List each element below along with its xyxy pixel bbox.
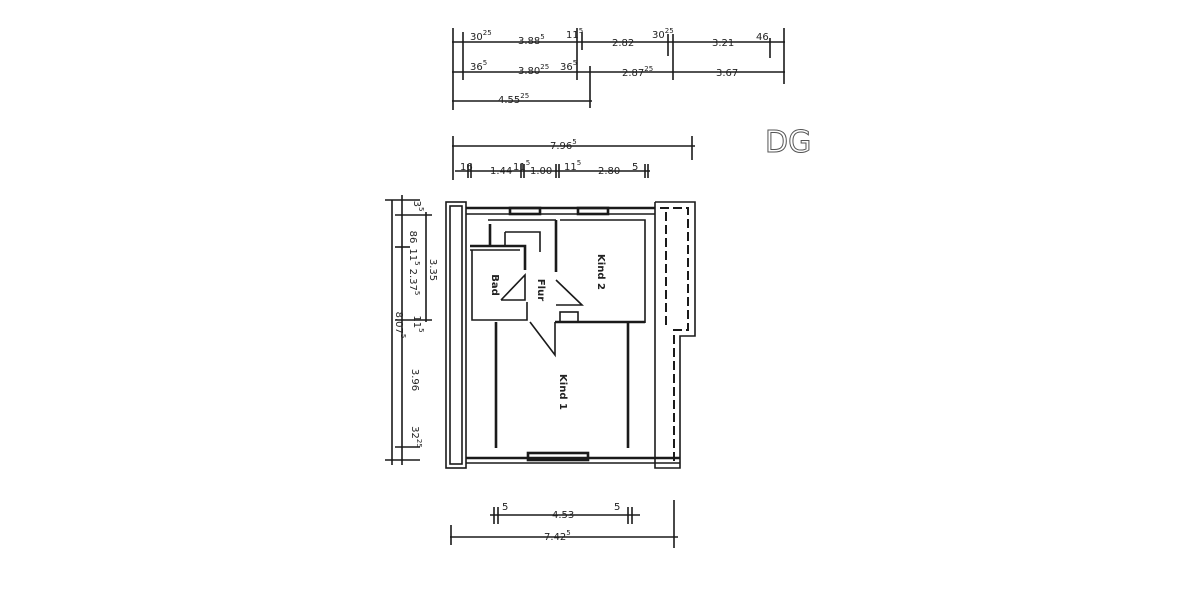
dimension-bottom: 5 bbox=[614, 502, 620, 513]
dimension-left: 8.075 bbox=[393, 312, 407, 339]
dimension-left: 86 bbox=[407, 231, 418, 244]
dimension-top: 16 bbox=[460, 162, 473, 173]
dimension-top: 365 bbox=[470, 59, 487, 73]
dimension-lines bbox=[385, 28, 785, 548]
walls bbox=[445, 201, 696, 469]
dimension-top: 115 bbox=[564, 159, 581, 173]
dimension-bottom: 7.425 bbox=[544, 529, 571, 543]
dimension-top: 3.21 bbox=[712, 38, 734, 49]
dimension-top: 3025 bbox=[470, 29, 492, 43]
dimension-left: 115 bbox=[407, 248, 421, 265]
dimension-bottom: 5 bbox=[502, 502, 508, 513]
room-label-flur: Flur bbox=[535, 279, 546, 301]
dimension-top: 3025 bbox=[652, 27, 674, 41]
room-label-kind2: Kind 2 bbox=[595, 254, 606, 290]
dimension-top: 3.885 bbox=[518, 33, 545, 47]
dimension-left: 2.375 bbox=[407, 269, 421, 296]
dimension-top: 2.80 bbox=[598, 166, 620, 177]
room-labels: Bad Flur Kind 2 Kind 1 bbox=[489, 254, 606, 410]
room-label-bad: Bad bbox=[489, 274, 500, 296]
dimension-labels: 3025 3.885 115 2.82 3025 3.21 46 365 3.8025 365 2.… bbox=[393, 27, 769, 543]
dimension-top: 3.8025 bbox=[518, 63, 549, 77]
dimension-top: 365 bbox=[560, 59, 577, 73]
dimension-left: 3.96 bbox=[409, 369, 420, 391]
dimension-top: 115 bbox=[513, 159, 530, 173]
dimension-left: 35 bbox=[411, 201, 425, 212]
dimension-top: 115 bbox=[566, 27, 583, 41]
dimension-top: 2.8725 bbox=[622, 65, 653, 79]
dimension-top: 5 bbox=[632, 162, 638, 173]
dimension-top: 46 bbox=[756, 32, 769, 43]
dimension-top: 7.965 bbox=[550, 138, 577, 152]
room-label-kind1: Kind 1 bbox=[557, 374, 568, 410]
dimension-top: 1.00 bbox=[530, 166, 552, 177]
dimension-top: 2.82 bbox=[612, 38, 634, 49]
dimension-top: 4.5525 bbox=[498, 92, 529, 106]
dimension-left: 115 bbox=[411, 315, 425, 332]
floor-label: DG bbox=[765, 125, 811, 160]
dimension-top: 1.44 bbox=[490, 166, 512, 177]
dimension-left: 3225 bbox=[409, 426, 423, 448]
dimension-bottom: 4.53 bbox=[552, 510, 574, 521]
dimension-left: 3.35 bbox=[427, 259, 438, 281]
dimension-top: 3.67 bbox=[716, 68, 738, 79]
